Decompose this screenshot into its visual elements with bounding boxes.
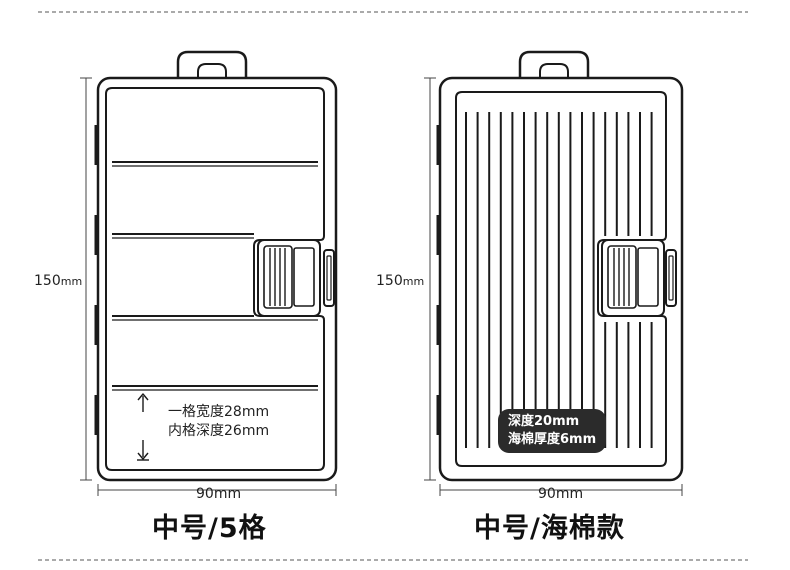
left-arrow-up-head (137, 393, 149, 401)
left-height-value: 150 (34, 273, 61, 289)
left-note-line-2: 内格深度26mm (168, 423, 270, 439)
right-hang-hole (539, 63, 569, 78)
right-badge-line-2: 海棉厚度6mm (508, 432, 597, 447)
left-latch-clip (323, 249, 335, 307)
right-latch-button (637, 247, 659, 307)
left-arrow-down-head (137, 452, 149, 460)
left-note-line-1: 一格宽度28mm (168, 404, 270, 420)
right-height-label: 150mm (376, 270, 424, 289)
left-height-unit: mm (60, 275, 83, 288)
right-foam-slots (465, 112, 653, 448)
left-hang-tab (176, 50, 248, 78)
left-outer-shell (96, 76, 338, 482)
right-dimensions (424, 77, 683, 496)
left-inner-tray (105, 87, 325, 471)
left-box-drawing (94, 50, 338, 482)
right-hang-tab (518, 50, 590, 78)
left-latch-grip (263, 245, 293, 309)
right-height-value: 150 (376, 273, 403, 289)
right-caption: 中号/海棉款 (474, 513, 625, 544)
left-caption: 中号/5格 (152, 513, 267, 544)
right-latch-clip (665, 249, 677, 307)
right-latch-grip (607, 245, 637, 309)
right-box-drawing (436, 50, 684, 482)
right-outer-shell (438, 76, 684, 482)
left-dimensions (80, 77, 337, 496)
left-compartment-note: 一格宽度28mm 内格深度26mm (168, 403, 269, 441)
left-latch-button (293, 247, 315, 307)
right-inner-tray (455, 91, 667, 467)
right-badge-line-1: 深度20mm (508, 414, 580, 429)
left-latch-body (257, 239, 321, 317)
left-hang-hole (197, 63, 227, 78)
right-latch-body (601, 239, 665, 317)
left-height-label: 150mm (34, 270, 82, 289)
right-depth-badge: 深度20mm 海棉厚度6mm (498, 409, 607, 453)
right-width-label: 90mm (538, 486, 584, 502)
left-width-label: 90mm (196, 486, 242, 502)
right-height-unit: mm (402, 275, 425, 288)
